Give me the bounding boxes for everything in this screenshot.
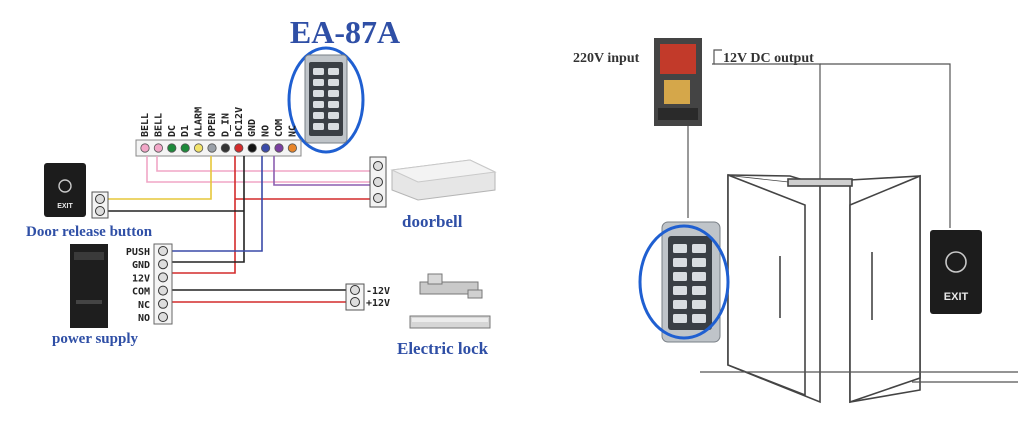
keypad-key [692,300,706,309]
terminal-label: D_IN [220,113,231,137]
power-terminal-screw [158,259,168,270]
keypad-key [673,286,687,295]
power-terminal-label: PUSH [126,247,150,258]
terminal-label: GND [247,119,258,137]
keypad-key [692,286,706,295]
output-12v-label: 12V DC output [723,51,814,66]
keypad-key [692,244,706,253]
terminal-screw [180,143,190,153]
terminal-screw [167,143,177,153]
terminal-label: OPEN [207,113,218,137]
doorbell-label: doorbell [402,212,463,231]
power-terminal-label: GND [132,260,150,271]
keypad-key [313,101,324,108]
keypad-keys [313,68,339,130]
lock-terminal-pos: +12V [366,298,390,309]
install-wires [687,49,951,228]
door-release-button-device: EXIT [44,163,86,217]
terminal-screw [140,143,150,153]
power-terminal-screw [158,272,168,283]
terminal-label: DC [167,125,178,137]
keypad-key [313,68,324,75]
electric-lock-label: Electric lock [397,339,489,358]
terminal-screw [287,143,297,153]
keypad-key [328,123,339,130]
terminal-screw [207,143,217,153]
terminal-label: NC [287,125,298,137]
keypad-key [328,112,339,119]
terminal-label: BELL [153,113,164,137]
keypad-key [692,258,706,267]
keypad-key [673,314,687,323]
keypad-key [673,258,687,267]
keypad-key [313,112,324,119]
double-door [727,173,921,404]
power-terminal-screw [158,246,168,256]
keypad-key [313,90,324,97]
terminal-screw [234,143,244,153]
lock-terminal-neg: -12V [366,286,390,297]
power-terminal-screw [158,298,168,309]
power-terminal-label: COM [132,287,150,298]
keypad-key [692,272,706,281]
keypad-device-install [638,221,730,343]
floor-lines [700,371,1018,383]
door-release-button-label: Door release button [26,224,153,240]
diagram-title: EA-87A [290,14,400,50]
doorbell-screw [373,177,383,187]
keypad-device [287,46,365,154]
power-supply-device [70,244,108,328]
terminal-screw [247,143,257,153]
power-terminal-label: NO [138,313,150,324]
terminal-label: COM [274,119,285,137]
terminal-screw [274,143,284,153]
terminal-screw [260,143,271,153]
keypad-install-highlight-ring [638,224,730,340]
terminal-block [135,139,302,157]
exit-label: EXIT [57,203,73,210]
keypad-key [673,244,687,253]
terminal-label: BELL [140,113,151,137]
exit-install-label: EXIT [944,291,969,303]
doorbell-screw [373,193,383,203]
doorbell-screws [373,161,383,203]
terminal-label: ALARM [194,107,205,137]
magnetic-lock [409,315,491,329]
power-terminals: PUSH GND 12V COM NC NO [126,246,168,324]
electric-strike-lock [419,273,483,299]
input-220v-label: 220V input [573,51,640,66]
keypad-key [328,101,339,108]
keypad-key [673,300,687,309]
terminal-screw [220,143,230,153]
terminal-screw [194,143,204,153]
keypad-highlight-ring [287,46,365,154]
keypad-key [692,314,706,323]
keypad-keys-install [673,244,706,323]
power-supply-label: power supply [52,331,139,347]
power-terminal-screw [158,285,168,296]
keypad-key [313,79,324,86]
keypad-key [313,123,324,130]
keypad-key [328,68,339,75]
terminal-screws [140,143,297,153]
terminal-label: NO [261,125,272,137]
keypad-key [328,90,339,97]
power-terminal-label: 12V [132,273,150,284]
wires [108,156,372,303]
keypad-key [328,79,339,86]
power-terminal-screw [158,312,168,322]
terminal-label: DC12V [234,107,245,137]
doorbell-device [390,159,497,201]
exit-button-install: EXIT [930,230,982,314]
keypad-key [673,272,687,281]
door-release-connector [91,191,109,219]
power-terminal-label: NC [138,300,150,311]
doorbell-screw [373,161,383,171]
power-supply-box [654,38,702,126]
terminal-label: D1 [180,125,191,137]
terminal-screw [153,143,163,153]
